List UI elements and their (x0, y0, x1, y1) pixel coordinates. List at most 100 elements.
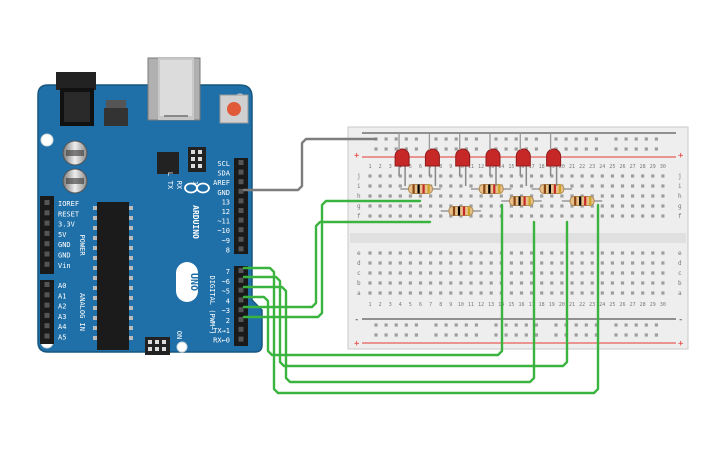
breadboard-hole[interactable] (540, 261, 544, 265)
breadboard-hole[interactable] (449, 261, 453, 265)
led[interactable] (394, 133, 410, 186)
breadboard-hole[interactable] (454, 147, 458, 151)
breadboard-hole[interactable] (418, 174, 423, 178)
breadboard-hole[interactable] (540, 214, 544, 218)
breadboard-hole[interactable] (509, 214, 513, 218)
breadboard-hole[interactable] (514, 323, 518, 327)
breadboard-hole[interactable] (368, 204, 372, 208)
breadboard-hole[interactable] (459, 291, 463, 295)
breadboard-hole[interactable] (378, 174, 382, 178)
breadboard-hole[interactable] (534, 147, 538, 151)
breadboard-hole[interactable] (570, 184, 574, 188)
breadboard-hole[interactable] (509, 184, 513, 188)
breadboard-hole[interactable] (408, 174, 412, 178)
breadboard-hole[interactable] (610, 204, 614, 208)
breadboard-hole[interactable] (530, 194, 534, 198)
breadboard-hole[interactable] (610, 291, 614, 295)
breadboard-hole[interactable] (509, 251, 513, 255)
breadboard-hole[interactable] (620, 261, 625, 265)
breadboard-hole[interactable] (504, 137, 508, 141)
breadboard-hole[interactable] (439, 271, 443, 275)
breadboard-hole[interactable] (374, 323, 378, 327)
breadboard-hole[interactable] (489, 214, 493, 218)
breadboard-hole[interactable] (489, 281, 493, 285)
breadboard-hole[interactable] (368, 194, 372, 198)
breadboard-hole[interactable] (634, 137, 638, 141)
header-pin[interactable] (44, 251, 50, 257)
pin-5-wire[interactable] (242, 203, 504, 357)
breadboard-hole[interactable] (654, 323, 658, 327)
breadboard-hole[interactable] (479, 251, 483, 255)
breadboard-hole[interactable] (550, 204, 554, 208)
breadboard-hole[interactable] (378, 214, 382, 218)
breadboard-hole[interactable] (600, 204, 604, 208)
breadboard-hole[interactable] (550, 271, 554, 275)
breadboard-hole[interactable] (550, 214, 554, 218)
header-pin[interactable] (44, 241, 50, 247)
breadboard-hole[interactable] (519, 291, 524, 295)
breadboard-hole[interactable] (624, 137, 628, 141)
breadboard-hole[interactable] (388, 194, 392, 198)
breadboard-hole[interactable] (469, 174, 473, 178)
breadboard-hole[interactable] (590, 271, 594, 275)
breadboard-hole[interactable] (600, 261, 604, 265)
breadboard-hole[interactable] (368, 291, 372, 295)
breadboard-hole[interactable] (584, 147, 588, 151)
header-pin[interactable] (238, 188, 244, 194)
led[interactable] (515, 133, 531, 186)
breadboard-hole[interactable] (534, 333, 538, 337)
header-pin[interactable] (44, 210, 50, 216)
breadboard-hole[interactable] (540, 251, 544, 255)
breadboard-hole[interactable] (459, 281, 463, 285)
breadboard-hole[interactable] (509, 194, 513, 198)
breadboard-hole[interactable] (398, 194, 402, 198)
breadboard-hole[interactable] (610, 214, 614, 218)
breadboard-hole[interactable] (368, 261, 372, 265)
breadboard-hole[interactable] (600, 251, 604, 255)
breadboard-hole[interactable] (564, 147, 568, 151)
breadboard-hole[interactable] (514, 333, 518, 337)
breadboard-hole[interactable] (509, 271, 513, 275)
breadboard-hole[interactable] (540, 291, 544, 295)
breadboard-hole[interactable] (651, 271, 655, 275)
header-pin[interactable] (238, 208, 244, 213)
breadboard-hole[interactable] (519, 184, 524, 188)
breadboard-hole[interactable] (634, 333, 638, 337)
resistor[interactable] (561, 196, 603, 206)
breadboard-hole[interactable] (469, 281, 473, 285)
gnd-wire[interactable] (242, 137, 378, 192)
breadboard-hole[interactable] (530, 184, 534, 188)
header-pin[interactable] (238, 227, 244, 233)
breadboard-hole[interactable] (384, 333, 388, 337)
breadboard-hole[interactable] (560, 271, 564, 275)
breadboard-hole[interactable] (554, 333, 558, 337)
breadboard-hole[interactable] (661, 291, 665, 295)
breadboard-hole[interactable] (540, 271, 544, 275)
breadboard-hole[interactable] (494, 147, 498, 151)
breadboard-hole[interactable] (439, 261, 443, 265)
breadboard-hole[interactable] (378, 251, 382, 255)
breadboard-hole[interactable] (574, 323, 578, 327)
breadboard-hole[interactable] (429, 281, 433, 285)
breadboard-hole[interactable] (459, 184, 463, 188)
breadboard-hole[interactable] (530, 174, 534, 178)
breadboard-hole[interactable] (560, 291, 564, 295)
breadboard-hole[interactable] (439, 291, 443, 295)
breadboard-hole[interactable] (661, 184, 665, 188)
breadboard-hole[interactable] (584, 333, 588, 337)
breadboard-hole[interactable] (530, 291, 534, 295)
breadboard-hole[interactable] (519, 174, 524, 178)
breadboard-hole[interactable] (469, 204, 473, 208)
breadboard-hole[interactable] (469, 261, 473, 265)
breadboard-hole[interactable] (600, 291, 604, 295)
breadboard-hole[interactable] (504, 323, 508, 327)
breadboard-hole[interactable] (550, 251, 554, 255)
breadboard-hole[interactable] (449, 251, 453, 255)
breadboard-hole[interactable] (489, 261, 493, 265)
header-pin[interactable] (44, 220, 50, 226)
header-pin[interactable] (238, 317, 244, 322)
breadboard-hole[interactable] (661, 174, 665, 178)
breadboard-hole[interactable] (464, 323, 468, 327)
resistor[interactable] (440, 206, 482, 216)
